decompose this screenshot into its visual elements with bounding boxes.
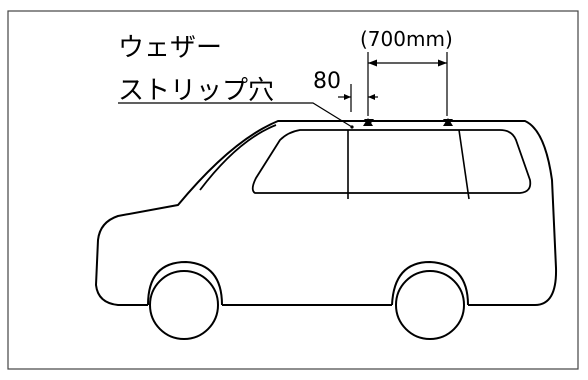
dim-700-right-arrow (438, 59, 447, 67)
dim-700-left-arrow (368, 59, 377, 67)
dimension-700mm-label: (700mm) (360, 27, 453, 51)
dimension-80-label: 80 (313, 69, 341, 94)
rack-triangle-rear (443, 118, 453, 126)
diagram-frame (7, 10, 579, 370)
rack-triangle-front (363, 118, 373, 126)
rear-wheel (395, 270, 465, 340)
weatherstrip-label-line1: ウェザー (118, 33, 222, 63)
side-windows (251, 129, 532, 194)
front-wheel (149, 270, 219, 340)
leader-line (118, 102, 353, 128)
dim-80-left-arrow (344, 94, 351, 100)
front-wheel-arch (147, 260, 223, 306)
dim-80-right-arrow (368, 94, 375, 100)
rear-wheel-arch (391, 260, 469, 306)
c-pillar (458, 129, 470, 200)
weatherstrip-label-line2: ストリップ穴 (118, 76, 274, 106)
a-pillar (199, 124, 277, 191)
car-body-outline (95, 120, 558, 306)
